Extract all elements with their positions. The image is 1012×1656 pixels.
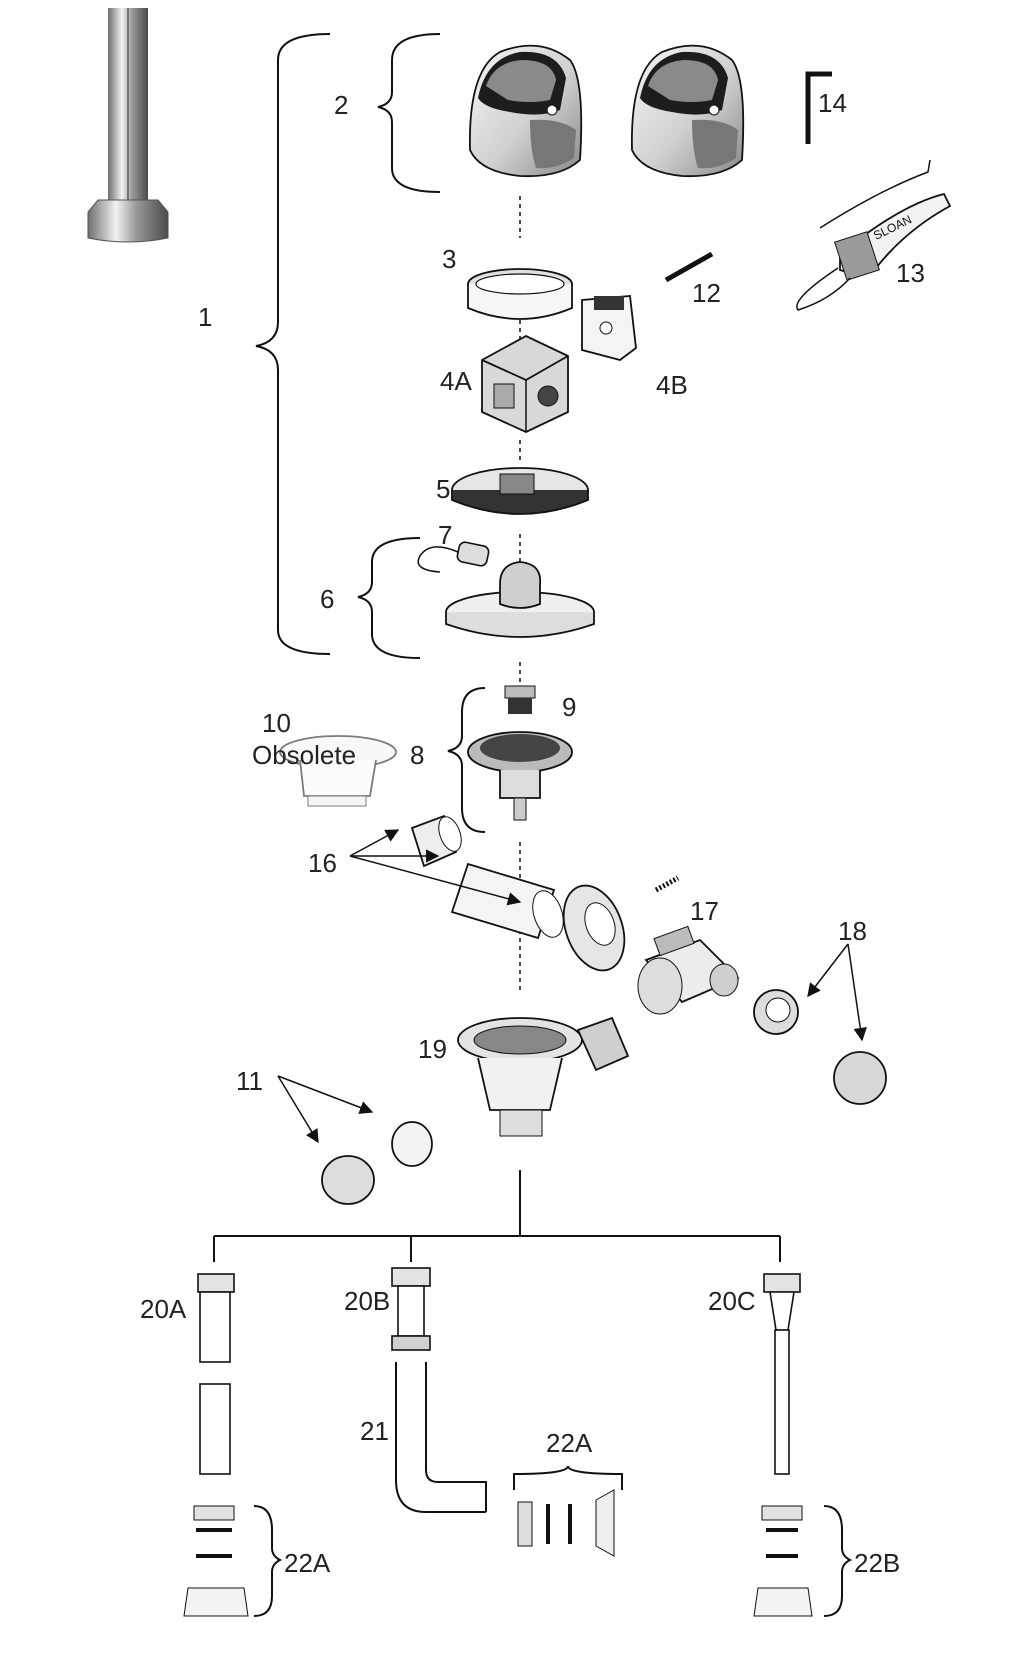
label-13: 13 [896, 258, 925, 288]
label-4a: 4A [440, 366, 472, 396]
valve-body [457, 1016, 630, 1137]
set-screw [654, 875, 680, 893]
label-1: 1 [198, 302, 212, 332]
tailpiece-connector-tree [213, 1170, 781, 1262]
bracket-item-2 [377, 33, 441, 193]
cap-11 [321, 1155, 375, 1205]
nut-18 [753, 989, 799, 1035]
label-17: 17 [690, 896, 719, 926]
sensor-cover-b [631, 44, 745, 178]
label-18: 18 [838, 916, 867, 946]
solenoid-module [481, 334, 569, 433]
label-5: 5 [436, 474, 450, 504]
stop-valve [637, 925, 740, 1015]
chrome-pipe [87, 8, 169, 243]
kit-22a-center-parts [517, 1489, 615, 1557]
hex-key [805, 71, 832, 144]
label-10-obsolete: Obsolete [252, 740, 356, 770]
label-20c: 20C [708, 1286, 756, 1316]
clip-bracket [581, 295, 637, 361]
arrow-18b [847, 943, 867, 1042]
circuit-disc [451, 467, 589, 515]
sensor-cover-a [469, 44, 583, 178]
bent-flush-tube-21 [395, 1362, 487, 1513]
arrow-11b [277, 1075, 374, 1114]
bracket-22a-left [253, 1505, 283, 1617]
arrow-16c [349, 855, 522, 906]
label-9: 9 [562, 692, 576, 722]
bracket-item-8 [447, 687, 486, 833]
diaphragm-assembly [467, 731, 573, 821]
small-pin [664, 251, 714, 283]
label-12: 12 [692, 278, 721, 308]
filter-screen [504, 685, 536, 714]
label-8: 8 [410, 740, 424, 770]
bracket-22b [823, 1505, 853, 1617]
cap-18 [833, 1051, 887, 1105]
label-22a-left: 22A [284, 1548, 331, 1578]
label-19: 19 [418, 1034, 447, 1064]
sloan-wrench-tool: SLOAN [796, 159, 952, 311]
arrow-11a [277, 1075, 319, 1144]
arrow-18a [807, 943, 849, 998]
tube-coupling-small [410, 814, 462, 868]
label-3: 3 [442, 244, 456, 274]
label-20a: 20A [140, 1294, 187, 1324]
escutcheon-flange [562, 884, 626, 972]
tailpiece-20c [763, 1273, 801, 1475]
label-7: 7 [438, 520, 452, 550]
label-10: 10 [262, 708, 291, 738]
tailpiece-20b [391, 1267, 431, 1351]
tailpiece-20a [197, 1273, 235, 1475]
obsolete-part-10 [279, 735, 397, 807]
label-22a-center: 22A [546, 1428, 593, 1458]
disc-11 [391, 1121, 433, 1167]
ring-part [467, 268, 573, 320]
label-16: 16 [308, 848, 337, 878]
kit-22b-parts [753, 1505, 813, 1617]
arrow-16a [349, 829, 400, 857]
label-6: 6 [320, 584, 334, 614]
label-20b: 20B [344, 1286, 390, 1316]
bracket-22a-center [513, 1465, 623, 1490]
tube-sleeve [450, 862, 564, 940]
bracket-item-6 [357, 537, 421, 659]
label-14: 14 [818, 88, 847, 118]
cartridge-with-wire [417, 541, 490, 573]
valve-base-assembly [445, 561, 595, 638]
label-21: 21 [360, 1416, 389, 1446]
label-4b: 4B [656, 370, 688, 400]
bracket-item-1 [255, 33, 331, 655]
kit-22a-left-parts [183, 1505, 249, 1617]
label-2: 2 [334, 90, 348, 120]
label-22b: 22B [854, 1548, 900, 1578]
label-11: 11 [236, 1066, 263, 1096]
